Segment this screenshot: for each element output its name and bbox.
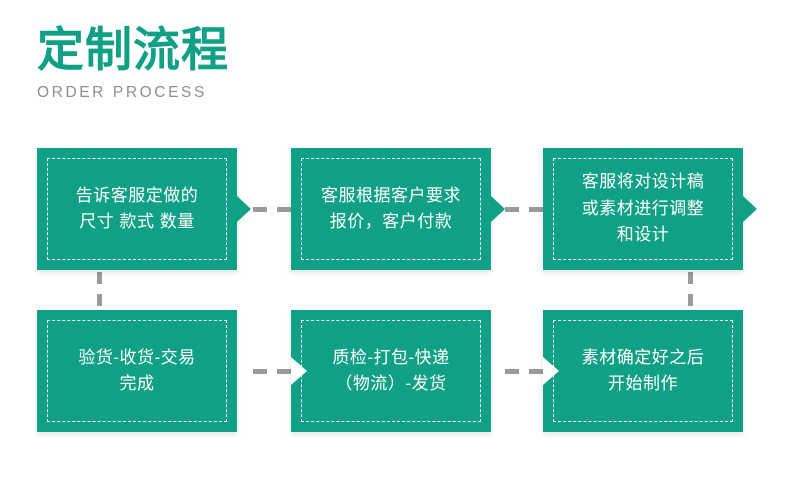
header: 定制流程 ORDER PROCESS [37,22,229,102]
flow-step-3-frame: 客服将对设计稿 或素材进行调整 和设计 [553,158,733,260]
flow-step-6-label: 验货-收货-交易 完成 [78,347,196,393]
arrow-left-icon [291,357,307,385]
arrow-right-icon [237,196,251,222]
flow-step-1-frame: 告诉客服定做的 尺寸 款式 数量 [47,158,227,260]
connector-step6-down [97,272,102,310]
connector-step4-to-step5 [505,369,543,374]
page-subtitle: ORDER PROCESS [37,84,207,102]
flow-step-5-frame: 质检-打包-快递 （物流）-发货 [301,320,481,422]
flow-step-6[interactable]: 验货-收货-交易 完成 [37,310,237,432]
flow-step-2[interactable]: 客服根据客户要求 报价，客户付款 [291,148,505,270]
flow-step-5[interactable]: 质检-打包-快递 （物流）-发货 [291,310,491,432]
flow-step-4-label: 素材确定好之后 开始制作 [581,347,705,393]
flow-step-3-label: 客服将对设计稿 或素材进行调整 和设计 [581,172,705,245]
page-title: 定制流程 [37,23,229,76]
flow-step-4[interactable]: 素材确定好之后 开始制作 [543,310,743,432]
arrow-right-icon [491,196,505,222]
flow-step-6-frame: 验货-收货-交易 完成 [47,320,227,422]
connector-step5-to-step6 [253,369,291,374]
flow-step-1-label: 告诉客服定做的 尺寸 款式 数量 [75,185,199,231]
flow-step-5-label: 质检-打包-快递 （物流）-发货 [332,347,450,393]
arrow-right-icon [743,196,757,222]
arrow-left-icon [543,357,559,385]
flow-step-1[interactable]: 告诉客服定做的 尺寸 款式 数量 [37,148,251,270]
flow-step-2-frame: 客服根据客户要求 报价，客户付款 [301,158,481,260]
flow-step-2-label: 客服根据客户要求 报价，客户付款 [321,185,461,231]
connector-step1-to-step2 [253,207,291,212]
flow-step-4-frame: 素材确定好之后 开始制作 [553,320,733,422]
connector-step3-to-step4 [688,272,693,310]
connector-step2-to-step3 [505,207,543,212]
flow-step-3[interactable]: 客服将对设计稿 或素材进行调整 和设计 [543,148,757,270]
